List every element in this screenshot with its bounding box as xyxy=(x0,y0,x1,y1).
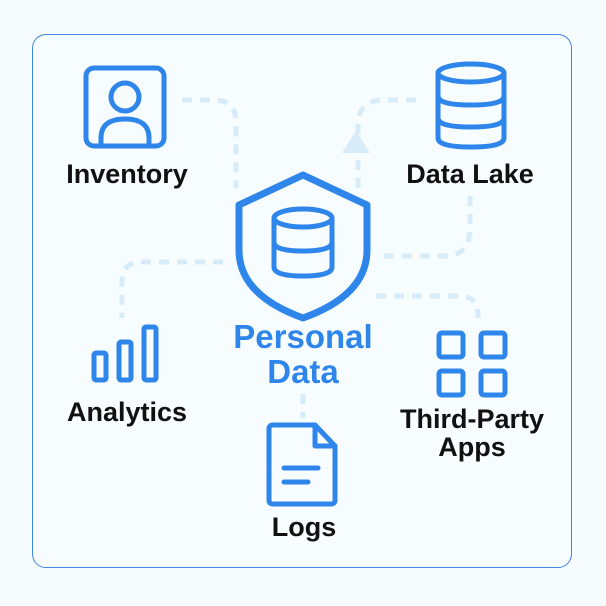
connector-data-lake-return xyxy=(380,196,473,259)
personal-data-label: Personal Data xyxy=(213,318,393,390)
logs-label: Logs xyxy=(271,512,337,542)
connector-data-lake xyxy=(355,97,416,192)
third-party-label-line2: Apps xyxy=(438,432,506,463)
shield-database-icon xyxy=(235,171,371,322)
data-lake-label: Data Lake xyxy=(406,159,534,189)
document-icon xyxy=(266,422,338,507)
third-party-label: Third-Party Apps xyxy=(384,405,560,462)
inventory-label: Inventory xyxy=(66,159,188,189)
app-grid-icon xyxy=(436,330,508,398)
database-icon xyxy=(435,61,507,150)
connector-third-party xyxy=(376,293,481,318)
personal-data-label-line1: Personal xyxy=(233,318,373,355)
bar-chart-icon xyxy=(91,324,159,383)
analytics-label: Analytics xyxy=(66,397,188,427)
connector-analytics xyxy=(119,259,223,318)
user-profile-icon xyxy=(83,65,167,149)
arrow-up-icon xyxy=(342,131,370,153)
personal-data-label-line2: Data xyxy=(267,352,339,390)
third-party-label-line1: Third-Party xyxy=(399,404,545,434)
